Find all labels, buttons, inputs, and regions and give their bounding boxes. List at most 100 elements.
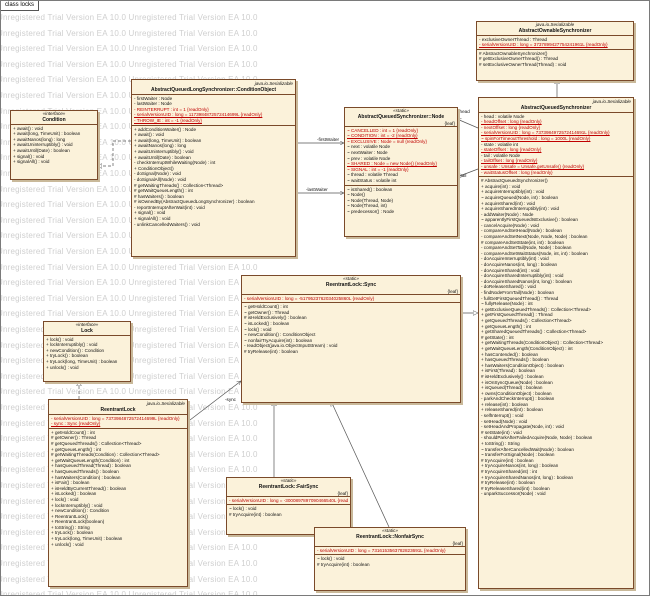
class-operation: + tryLock() : boolean [46,353,89,359]
class-operation: # isHeldExclusively() : boolean [481,373,544,379]
watermark-row: Unregistered Trial Version EA 10.0 Unreg… [0,309,258,319]
class-operation: + awaitNanos(long) : long [134,143,187,149]
class-operation: + getSharedQueuedThreads() : Collection<… [481,329,587,335]
class-operation: - compareAndSetTail(Node, Node) : boolea… [481,245,572,251]
class-operation: - setHead(Node) : void [481,418,528,424]
operation-compartment: ~ isShared() : boolean~ Node()~ Node(Thr… [345,184,457,216]
class-operation: + hasWaiters(ConditionObject) : boolean [481,362,564,368]
class-attribute: - THROW_IE : int = -1 {readOnly} [134,117,202,123]
class-operation: - addWaiter(Node) : Node [481,211,534,217]
operation-compartment: + await() : void+ await(long, TimeUnit) … [11,123,97,166]
class-attribute: - head : volatile Node [481,113,525,119]
class-operation: + await() : void [13,125,43,131]
watermark-row: Unregistered Trial Version EA 10.0 Unreg… [0,59,258,69]
watermark-row: Unregistered Trial Version EA 10.0 Unreg… [0,75,258,85]
class-operation: ~ getOwner() : Thread [244,309,290,315]
class-operation: + awaitNanos(long) : long [13,136,66,142]
class-name: Lock [81,327,93,334]
class-operation: # setExclusiveOwnerThread(Thread) : void [479,61,567,67]
watermark-row: Unregistered Trial Version EA 10.0 Unreg… [0,200,258,210]
class-operation: + acquire(int) : void [481,183,521,189]
class-operation: # tryRelease(int) : boolean [244,348,298,354]
watermark-row: Unregistered Trial Version EA 10.0 Unreg… [0,590,258,596]
class-operation: + getWaitQueueLength(ConditionObject) : … [481,345,573,351]
watermark-row: Unregistered Trial Version EA 10.0 Unreg… [0,153,258,163]
watermark-row: Unregistered Trial Version EA 10.0 Unreg… [0,13,258,22]
class-package-label: java.io.Serializable [146,401,185,406]
class-operation: + ConditionObject() [134,165,174,171]
class-operation: + await() : void [134,132,164,138]
edge-label-tail: -tail [459,173,466,178]
class-operation: - selfInterrupt() : void [481,413,524,419]
class-operation: - readObject(java.io.ObjectInputStream) … [244,343,338,349]
class-operation: - shouldParkAfterFailedAcquire(Node, Nod… [481,435,593,441]
class-operation: # getQueuedThreads() : Collection<Thread… [51,440,142,446]
class-attribute: - state : volatile int [481,141,519,147]
class-operation: # getWaitingThreads(Condition) : Collect… [51,452,160,458]
class-operation: ~ isLocked() : boolean [244,320,290,326]
class-operation: + signalAll() : void [13,159,50,165]
class-operation: + release(int) : boolean [481,401,529,407]
class-attribute: - stateOffset : long {readOnly} [481,147,542,153]
class-attribute: ~ CANCELLED : int = 1 {readOnly} [347,127,418,133]
attribute-compartment: - serialVersionUID : long = 737398487257… [49,413,187,428]
class-operation: # tryReleaseShared(int) : boolean [481,485,550,491]
class-reentrant-lock-fair-sync[interactable]: «static»ReentrantLock::FairSync{leaf}- s… [226,477,351,535]
class-attribute: - serialVersionUID : long = 737398487257… [51,415,180,421]
class-operation: + newCondition() : Condition [51,508,110,514]
class-name: ReentrantLock::FairSync [258,483,319,490]
class-lock[interactable]: «interface»Lock+ lock() : void+ lockInte… [43,321,131,382]
class-operation: # isOwnedBy(AbstractQueuedLongSynchroniz… [134,199,255,205]
class-operation: + lock() : void [51,496,79,502]
class-operation: ~ isShared() : boolean [347,186,393,192]
class-operation: ~ apparentlyFirstQueuedIsExclusive() : b… [481,217,578,223]
class-operation: - compareAndSetWaitStatus(Node, int, int… [481,250,588,256]
class-reentrant-lock-nonfair-sync[interactable]: «static»ReentrantLock::NonfairSync{leaf}… [314,527,466,591]
class-leaf-tag: {leaf} [452,540,463,546]
class-attribute: - REINTERRUPT : int = 1 {readOnly} [134,106,209,112]
class-stereotype: «interface» [42,111,66,116]
class-attribute: ~ prev : volatile Node [347,155,391,161]
class-reentrant-lock-sync[interactable]: «static»ReentrantLock::Sync{leaf}- seria… [241,275,461,403]
class-operation: ~ acquireQueued(Node, int) : boolean [481,194,558,200]
class-operation: + toString() : String [481,441,520,447]
class-operation: ~ transferForSignal(Node) : boolean [481,452,555,458]
watermark-row: Unregistered Trial Version EA 10.0 Unreg… [0,387,258,397]
class-operation: - compareAndSetNext(Node, Node, Node) : … [481,234,588,240]
class-operation: ~ getHoldCount() : int [244,304,288,310]
class-name: AbstractQueuedSynchronizer [520,104,592,111]
class-attribute: ~ CONDITION : int = -2 {readOnly} [347,133,418,139]
realization-condition-line [97,140,131,166]
class-attribute: ~ waitStatus : volatile int [347,177,397,183]
class-operation: + addConditionWaiter() : Node [134,126,197,132]
class-operation: + signal() : void [134,210,166,216]
watermark-row: Unregistered Trial Version EA 10.0 Unreg… [0,91,258,100]
class-stereotype: java.io.Serializable [535,22,575,27]
class-operation: # hasWaiters() : boolean [134,193,184,199]
class-operation: ~ fullyRelease(Node) : int [481,301,533,307]
class-operation: + acquireInterruptibly(int) : void [481,189,545,195]
class-condition[interactable]: «interface»Condition+ await() : void+ aw… [10,110,98,180]
class-operation: + hasWaiters(Condition) : boolean [51,474,121,480]
class-attribute: - serialVersionUID : long = 373789942775… [479,42,608,48]
class-operation: - doAcquireInterruptibly(int) : void [481,256,549,262]
class-leaf-tag: {leaf} [447,288,458,294]
class-attribute: - serialVersionUID : long = -51795237620… [244,295,375,301]
class-name: ReentrantLock::Sync [325,281,377,288]
class-operation: + getExclusiveQueuedThreads() : Collecti… [481,306,591,312]
class-operation: - unparkSuccessor(Node) : void [481,491,546,497]
class-attribute: - firstWaiter : Node [134,95,173,101]
class-attribute: - nextOffset : long {readOnly} [481,124,541,130]
class-operation: ~ lock() : void [317,556,345,562]
class-operation: ~ transferAfterCancelledWait(Node) : boo… [481,446,574,452]
class-operation: + getQueuedThreads() : Collection<Thread… [481,317,572,323]
class-stereotype: «interface» [75,322,99,327]
class-operation: - checkInterruptWhileWaiting(Node) : int [134,160,216,166]
class-operation: - findNodeFromTail(Node) : boolean [481,290,555,295]
class-operation: + tryLock() : boolean [51,530,94,536]
class-aqs-node[interactable]: «static»AbstractQueuedSynchronizer::Node… [344,107,458,237]
